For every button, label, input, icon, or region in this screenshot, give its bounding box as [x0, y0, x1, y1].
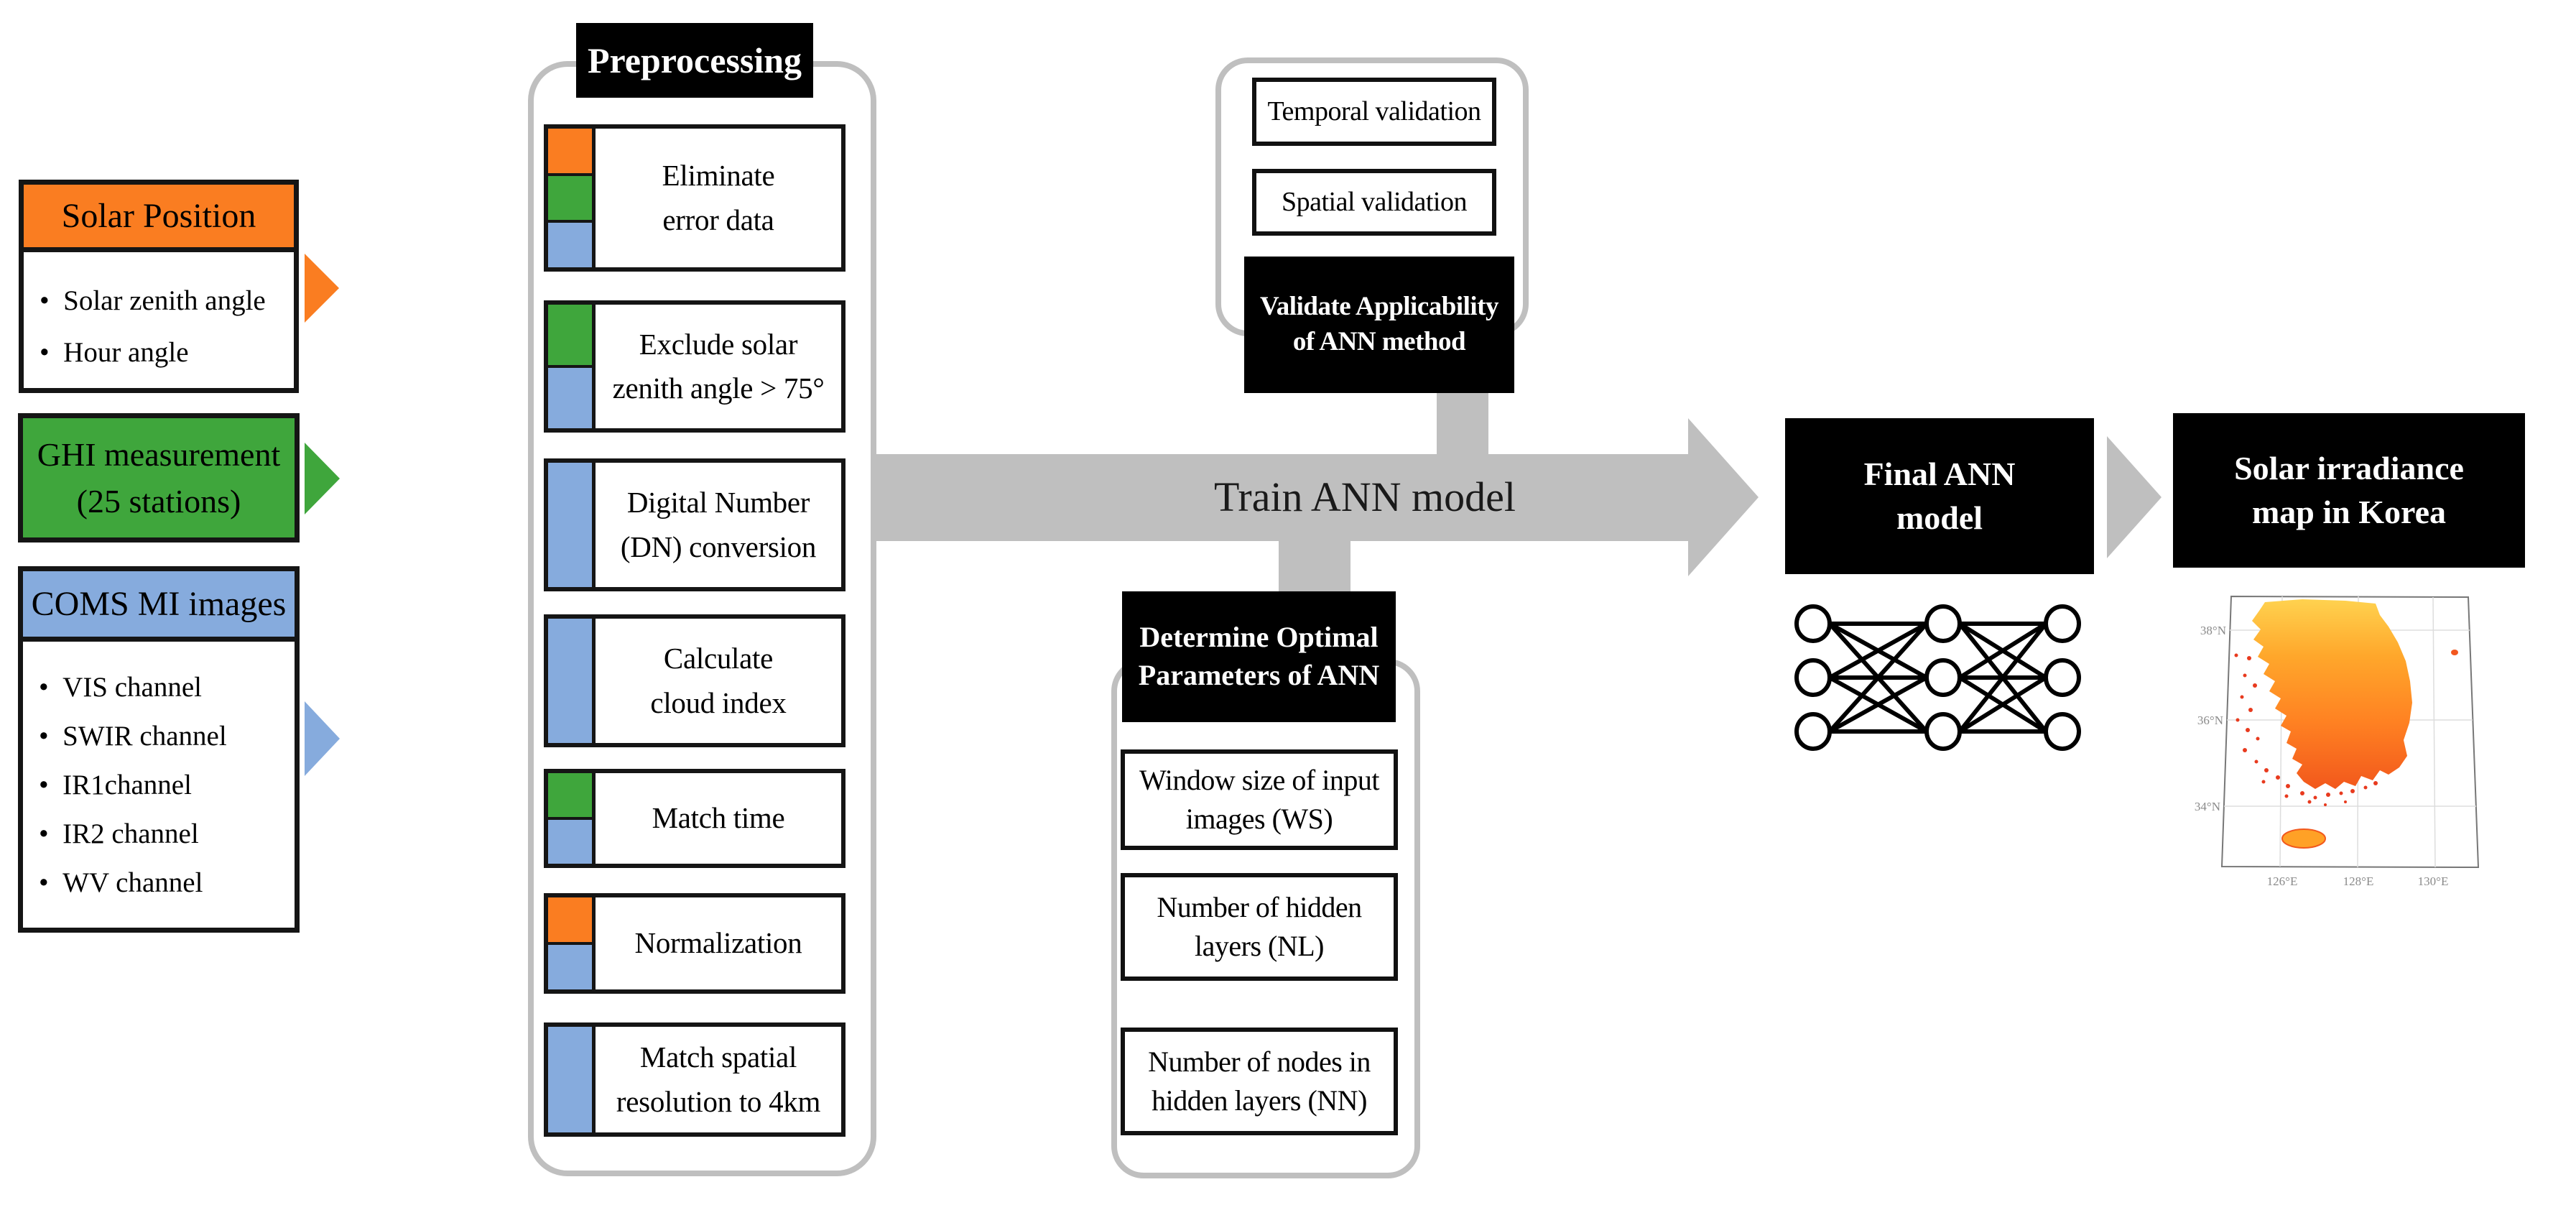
ann-connection — [1828, 675, 1928, 734]
step-source-squares — [548, 463, 596, 587]
lat-label-38n: 38°N — [2200, 624, 2226, 637]
blue-flow-arrow-icon — [305, 701, 340, 776]
ann-node — [2044, 712, 2081, 751]
ann-node — [2044, 604, 2081, 643]
ghi-measurement-box: GHI measurement (25 stations) — [18, 413, 300, 543]
green-flow-arrow-icon — [305, 443, 340, 514]
korea-irradiance-map: 38°N 36°N 34°N 126°E 128°E 130°E — [2195, 595, 2480, 888]
step-match-time: Match time — [544, 769, 845, 868]
coms-bullet-swir: SWIR channel — [23, 712, 295, 761]
source-square-green — [548, 172, 592, 221]
step-label: Normalization — [634, 926, 802, 960]
temporal-validation-box: Temporal validation — [1252, 78, 1496, 146]
preprocessing-title: Preprocessing — [576, 23, 813, 98]
coms-bullet-ir1: IR1channel — [23, 761, 295, 810]
hidden-layers-box: Number of hidden layers (NL) — [1121, 873, 1398, 981]
map-axis-labels: 38°N 36°N 34°N 126°E 128°E 130°E — [2195, 624, 2448, 888]
ann-connection — [1958, 622, 2047, 680]
step-label: Calculate cloud index — [650, 642, 787, 719]
solar-position-box: Solar Position Solar zenith angle Hour a… — [19, 180, 299, 393]
step-cloud-index: Calculate cloud index — [544, 614, 845, 747]
ann-node — [1794, 658, 1832, 697]
source-square-blue — [548, 942, 592, 989]
coastal-islands — [2234, 653, 2378, 806]
step-source-squares — [548, 619, 596, 743]
ann-node — [1924, 604, 1962, 643]
lon-label-130e: 130°E — [2418, 874, 2449, 888]
hidden-nodes-box: Number of nodes in hidden layers (NN) — [1121, 1028, 1398, 1135]
gray-chevron-arrow-icon — [2107, 436, 2162, 558]
ann-node — [1924, 658, 1962, 697]
coms-mi-images-box: COMS MI images VIS channel SWIR channel … — [18, 566, 300, 933]
connector-down — [1279, 539, 1350, 595]
solar-irradiance-map-title: Solar irradiance map in Korea — [2173, 413, 2525, 568]
ann-connection — [1958, 622, 2048, 733]
step-source-squares — [548, 773, 596, 864]
determine-parameters-title: Determine Optimal Parameters of ANN — [1122, 591, 1396, 722]
lon-label-126e: 126°E — [2267, 874, 2298, 888]
source-square-blue — [548, 619, 592, 743]
step-exclude-zenith: Exclude solar zenith angle > 75° — [544, 300, 845, 433]
step-normalization: Normalization — [544, 893, 845, 994]
ann-connection — [1828, 622, 1928, 680]
step-source-squares — [548, 129, 596, 268]
ann-network-diagram-icon — [1794, 604, 2081, 751]
source-square-orange — [548, 129, 592, 173]
ann-node — [1794, 604, 1832, 643]
coms-header: COMS MI images — [23, 571, 295, 642]
lon-label-128e: 128°E — [2343, 874, 2374, 888]
step-source-squares — [548, 1027, 596, 1132]
lat-label-36n: 36°N — [2197, 714, 2223, 727]
step-label: Match spatial resolution to 4km — [616, 1040, 821, 1118]
ann-node — [1794, 712, 1832, 751]
solar-bullet-hour: Hour angle — [24, 327, 294, 379]
source-square-green — [548, 773, 592, 817]
step-dn-conversion: Digital Number (DN) conversion — [544, 458, 845, 591]
final-ann-model-title: Final ANN model — [1785, 418, 2094, 574]
train-arrow-icon — [876, 418, 1759, 576]
source-square-blue — [548, 365, 592, 428]
connector-up — [1437, 392, 1488, 458]
source-square-orange — [548, 897, 592, 942]
ulleungdo-island — [2451, 650, 2458, 655]
step-spatial-resolution: Match spatial resolution to 4km — [544, 1022, 845, 1137]
coms-bullet-wv: WV channel — [23, 859, 295, 908]
source-square-green — [548, 305, 592, 365]
ann-node — [1924, 712, 1962, 751]
jeju-island — [2281, 828, 2326, 849]
window-size-box: Window size of input images (WS) — [1121, 749, 1398, 850]
solar-position-header: Solar Position — [24, 185, 294, 252]
step-eliminate-error-data: Eliminate error data — [544, 124, 845, 272]
step-source-squares — [548, 897, 596, 989]
validate-applicability-title: Validate Applicability of ANN method — [1244, 257, 1514, 393]
ann-node — [2044, 658, 2081, 697]
coms-bullet-vis: VIS channel — [23, 663, 295, 712]
source-square-blue — [548, 463, 592, 587]
solar-bullet-zenith: Solar zenith angle — [24, 275, 294, 327]
source-square-blue — [548, 817, 592, 864]
korea-landmass — [2252, 599, 2412, 789]
step-source-squares — [548, 305, 596, 428]
spatial-validation-box: Spatial validation — [1252, 169, 1496, 236]
step-label: Match time — [652, 801, 785, 835]
ann-connection — [1827, 622, 1929, 734]
train-ann-label: Train ANN model — [1214, 474, 1516, 520]
step-label: Eliminate error data — [662, 159, 775, 236]
lat-label-34n: 34°N — [2195, 800, 2220, 813]
coms-bullet-ir2: IR2 channel — [23, 810, 295, 859]
step-label: Exclude solar zenith angle > 75° — [612, 327, 825, 405]
step-label: Digital Number (DN) conversion — [620, 486, 817, 563]
orange-flow-arrow-icon — [305, 254, 339, 323]
ann-connection — [1958, 675, 2047, 734]
source-square-blue — [548, 220, 592, 268]
source-square-blue — [548, 1027, 592, 1132]
